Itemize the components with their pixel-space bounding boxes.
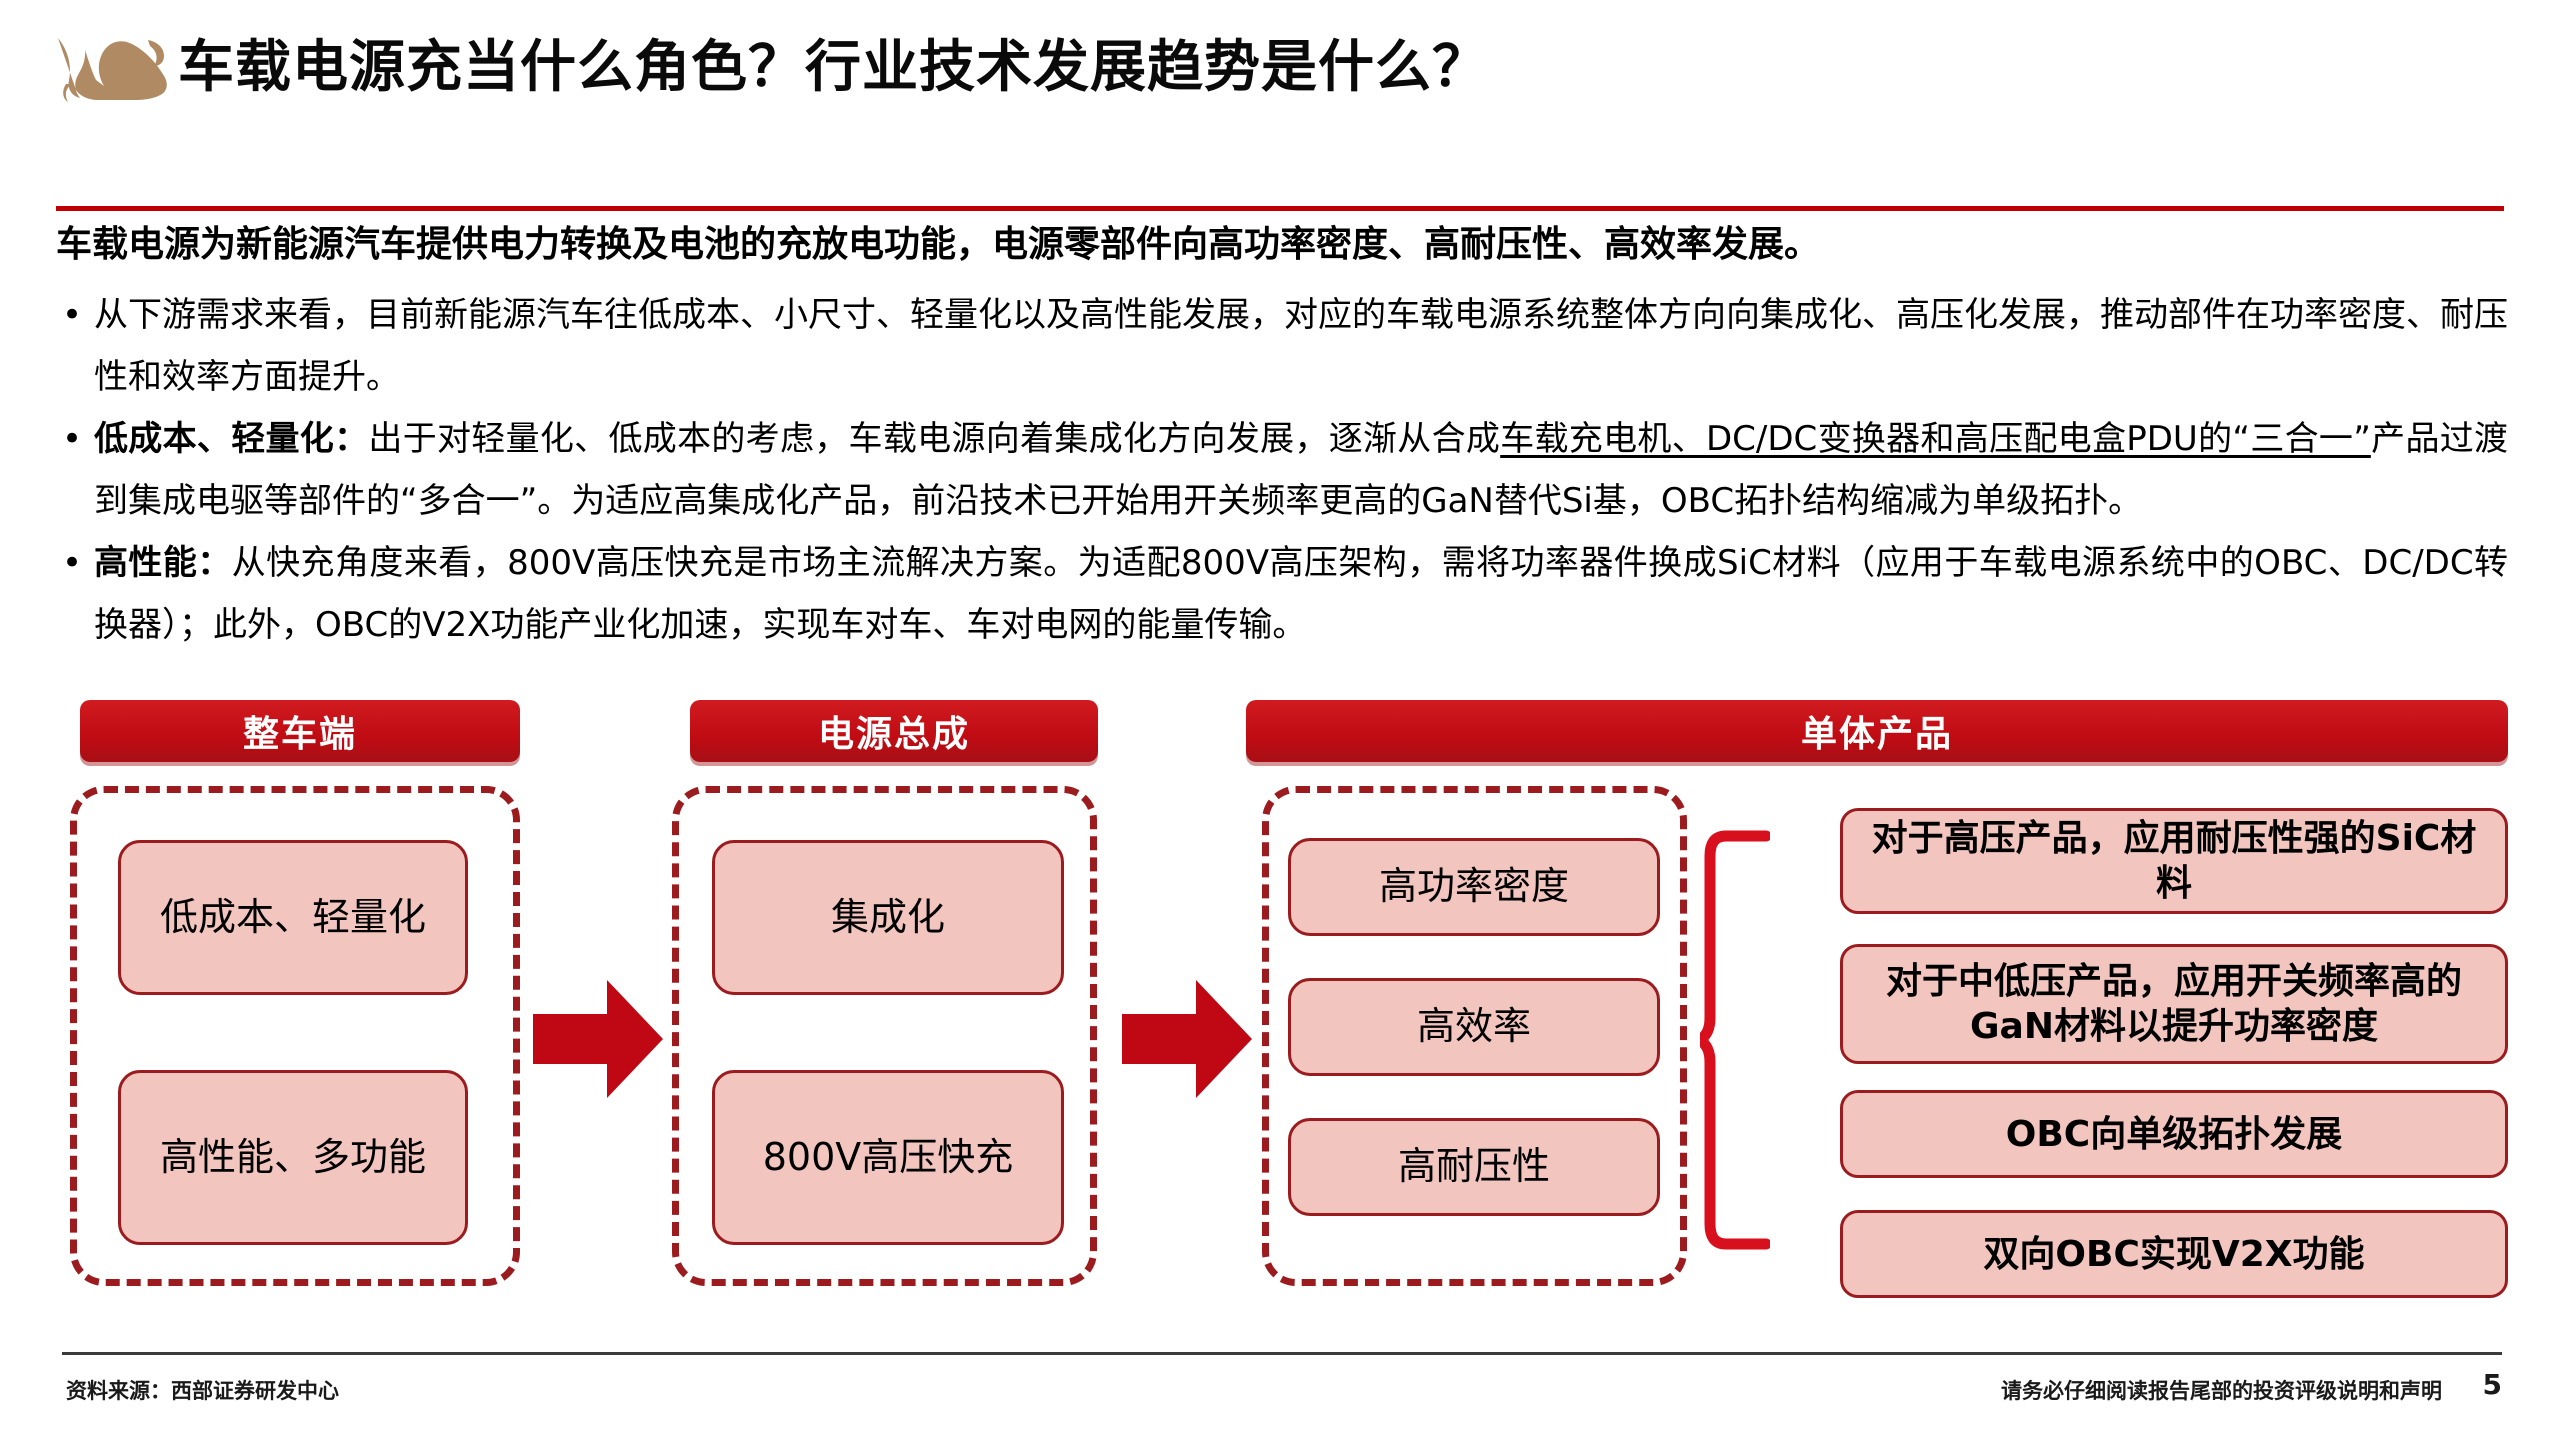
footer-source: 资料来源：西部证券研发中心 xyxy=(66,1379,339,1403)
bullet-item-1: 从下游需求来看，目前新能源汽车往低成本、小尺寸、轻量化以及高性能发展，对应的车载… xyxy=(56,284,2508,408)
dashed-group-1 xyxy=(70,786,520,1286)
bullet-3-text: 从快充角度来看，800V高压快充是市场主流解决方案。为适配800V高压架构，需将… xyxy=(94,543,2508,645)
page-title: 车载电源充当什么角色？行业技术发展趋势是什么？ xyxy=(178,35,1489,100)
footer-divider xyxy=(62,1352,2502,1355)
outcome-box-obc-topology: OBC向单级拓扑发展 xyxy=(1840,1090,2508,1178)
right-arrow-icon xyxy=(533,980,663,1102)
outcome-box-gan: 对于中低压产品，应用开关频率高的GaN材料以提升功率密度 xyxy=(1840,944,2508,1064)
pill-800v-fast-charge: 800V高压快充 xyxy=(712,1070,1064,1245)
bullet-2-text-before: 出于对轻量化、低成本的考虑，车载电源向着集成化方向发展，逐渐从合成 xyxy=(368,419,1501,459)
outcome-box-sic: 对于高压产品，应用耐压性强的SiC材料 xyxy=(1840,808,2508,914)
bullet-item-3: 高性能：从快充角度来看，800V高压快充是市场主流解决方案。为适配800V高压架… xyxy=(56,532,2508,656)
dashed-group-2 xyxy=(672,786,1097,1286)
bullet-2-text-after: 产品过渡到集成电驱等部件的“多合一”。为适应高集成化产品，前沿技术已开始用开关频… xyxy=(94,419,2509,521)
pill-low-cost-lightweight: 低成本、轻量化 xyxy=(118,840,468,995)
bullet-list: 从下游需求来看，目前新能源汽车往低成本、小尺寸、轻量化以及高性能发展，对应的车载… xyxy=(56,284,2508,656)
bullet-2-label: 低成本、轻量化： xyxy=(94,419,369,459)
bullet-3-label: 高性能： xyxy=(94,543,232,583)
pill-high-perf-multifunction: 高性能、多功能 xyxy=(118,1070,468,1245)
dashed-group-3 xyxy=(1262,786,1687,1286)
lead-paragraph: 车载电源为新能源汽车提供电力转换及电池的充放电功能，电源零部件向高功率密度、高耐… xyxy=(56,224,1821,265)
header-divider xyxy=(56,206,2504,211)
bullet-item-2: 低成本、轻量化：出于对轻量化、低成本的考虑，车载电源向着集成化方向发展，逐渐从合… xyxy=(56,408,2508,532)
bull-logo xyxy=(52,32,170,104)
body-content: 车载电源为新能源汽车提供电力转换及电池的充放电功能，电源零部件向高功率密度、高耐… xyxy=(56,216,2508,656)
diagram: 整车端 电源总成 单体产品 低成本、轻量化 高性能、多功能 集成化 800V高压… xyxy=(0,690,2560,1300)
bullet-2-underlined: 车载充电机、DC/DC变换器和高压配电盒PDU的“三合一” xyxy=(1500,419,2371,459)
pill-integration: 集成化 xyxy=(712,840,1064,995)
page-number: 5 xyxy=(2482,1368,2502,1401)
bullet-1-text: 从下游需求来看，目前新能源汽车往低成本、小尺寸、轻量化以及高性能发展，对应的车载… xyxy=(94,295,2508,397)
pill-high-efficiency: 高效率 xyxy=(1288,978,1660,1076)
curly-brace-icon xyxy=(1694,830,1772,1254)
pill-high-voltage-resistance: 高耐压性 xyxy=(1288,1118,1660,1216)
footer-disclaimer: 请务必仔细阅读报告尾部的投资评级说明和声明 xyxy=(2001,1379,2442,1403)
outcome-box-bidirectional-obc: 双向OBC实现V2X功能 xyxy=(1840,1210,2508,1298)
pill-high-power-density: 高功率密度 xyxy=(1288,838,1660,936)
band-vehicle-end: 整车端 xyxy=(80,700,520,762)
right-arrow-icon xyxy=(1122,980,1252,1102)
band-single-product: 单体产品 xyxy=(1246,700,2508,762)
band-power-assembly: 电源总成 xyxy=(690,700,1098,762)
